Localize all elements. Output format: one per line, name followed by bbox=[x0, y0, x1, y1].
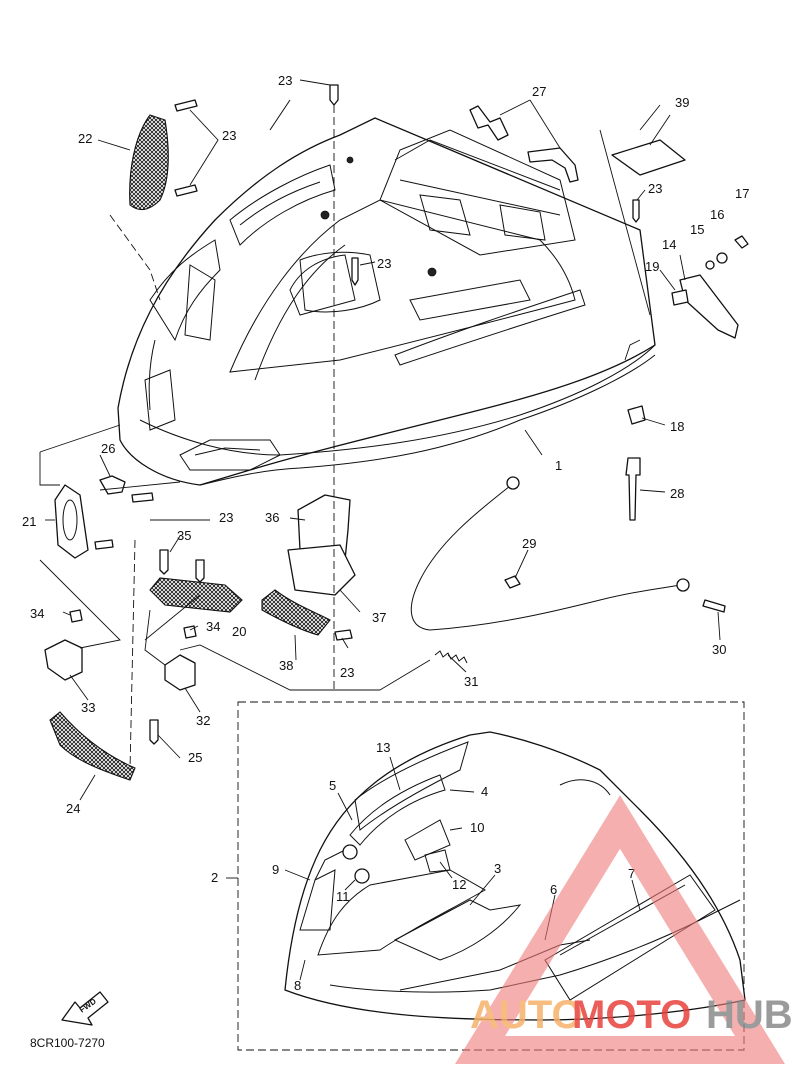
callout-23-right: 23 bbox=[648, 181, 662, 196]
callout-30: 30 bbox=[712, 642, 726, 657]
callout-labels: 1 2 3 4 5 6 7 8 9 10 11 12 13 14 15 16 1… bbox=[22, 73, 749, 1050]
washer-16 bbox=[716, 252, 728, 264]
callout-23-left: 23 bbox=[222, 128, 236, 143]
callout-28: 28 bbox=[670, 486, 684, 501]
bracket-33 bbox=[44, 639, 83, 681]
duct-37 bbox=[287, 544, 356, 596]
callout-9: 9 bbox=[272, 862, 279, 877]
callout-8: 8 bbox=[294, 978, 301, 993]
callout-38: 38 bbox=[279, 658, 293, 673]
callout-31: 31 bbox=[464, 674, 478, 689]
callout-39: 39 bbox=[675, 95, 689, 110]
callout-34-left: 34 bbox=[30, 606, 44, 621]
callout-16: 16 bbox=[710, 207, 724, 222]
spring-31 bbox=[434, 650, 468, 664]
watermark-text-moto: MOTO bbox=[572, 993, 691, 1037]
cable-eye-top bbox=[506, 476, 520, 490]
handle-27a bbox=[469, 105, 509, 141]
callout-12: 12 bbox=[452, 877, 466, 892]
callout-1: 1 bbox=[555, 458, 562, 473]
mesh-38 bbox=[261, 589, 331, 636]
leader-lines bbox=[39, 79, 721, 981]
callout-24: 24 bbox=[66, 801, 80, 816]
callout-3: 3 bbox=[494, 861, 501, 876]
cable-end-29 bbox=[504, 575, 521, 589]
callout-11: 11 bbox=[336, 889, 350, 904]
screw-35 bbox=[159, 549, 169, 575]
callout-34-right: 34 bbox=[206, 619, 220, 634]
grommet-19 bbox=[671, 289, 689, 306]
callout-2: 2 bbox=[211, 870, 218, 885]
callout-23-top: 23 bbox=[278, 73, 292, 88]
rivet-mid bbox=[351, 257, 359, 286]
cable-29 bbox=[410, 481, 516, 631]
callout-36: 36 bbox=[265, 510, 279, 525]
callout-37: 37 bbox=[372, 610, 386, 625]
cable-eye-30 bbox=[676, 578, 690, 592]
callout-35: 35 bbox=[177, 528, 191, 543]
callout-23-bottom: 23 bbox=[340, 665, 354, 680]
rivet-top bbox=[329, 84, 339, 106]
callout-33: 33 bbox=[81, 700, 95, 715]
callout-29: 29 bbox=[522, 536, 536, 551]
callout-22: 22 bbox=[78, 131, 92, 146]
rivet-25 bbox=[149, 719, 159, 745]
callout-4: 4 bbox=[481, 784, 488, 799]
callout-7: 7 bbox=[628, 866, 635, 881]
diagram-code: 8CR100-7270 bbox=[30, 1036, 105, 1050]
cable-tie-28 bbox=[625, 457, 641, 521]
callout-13: 13 bbox=[376, 740, 390, 755]
screw-21 bbox=[94, 539, 114, 550]
callout-23-mid: 23 bbox=[377, 256, 391, 271]
mesh-vent-24 bbox=[49, 711, 136, 781]
callout-14: 14 bbox=[662, 237, 676, 252]
callout-23-lower: 23 bbox=[219, 510, 233, 525]
screw-26 bbox=[131, 492, 154, 503]
callout-5: 5 bbox=[329, 778, 336, 793]
gasket-21 bbox=[54, 484, 89, 559]
rivet-22b bbox=[174, 184, 198, 197]
rivet-38 bbox=[334, 629, 353, 641]
callout-26: 26 bbox=[101, 441, 115, 456]
rivet-20 bbox=[195, 559, 205, 583]
rivet-39 bbox=[632, 199, 640, 223]
callout-32: 32 bbox=[196, 713, 210, 728]
bolt-17 bbox=[734, 235, 749, 249]
hood-assembly bbox=[117, 99, 656, 486]
clip-18 bbox=[627, 405, 646, 425]
nut-34a bbox=[69, 609, 83, 623]
callout-20: 20 bbox=[232, 624, 246, 639]
watermark-text-auto: AUTO bbox=[470, 993, 583, 1037]
plate-39 bbox=[611, 139, 686, 176]
stud-30 bbox=[702, 599, 726, 613]
clip-26 bbox=[99, 475, 126, 495]
callout-18: 18 bbox=[670, 419, 684, 434]
callout-6: 6 bbox=[550, 882, 557, 897]
callout-10: 10 bbox=[470, 820, 484, 835]
fwd-arrow bbox=[61, 991, 109, 1026]
lower-hood-part-2 bbox=[284, 731, 746, 1021]
callout-25: 25 bbox=[188, 750, 202, 765]
watermark-triangle-icon bbox=[454, 795, 786, 1064]
watermark-text-hub: HUB bbox=[706, 993, 793, 1037]
callout-27: 27 bbox=[532, 84, 546, 99]
bracket-14 bbox=[679, 274, 739, 339]
callout-17: 17 bbox=[735, 186, 749, 201]
callout-21: 21 bbox=[22, 514, 36, 529]
handle-27b bbox=[527, 147, 579, 183]
washer-15 bbox=[705, 260, 715, 270]
rivet-22a bbox=[174, 99, 198, 112]
watermark: AUTO MOTO HUB bbox=[454, 795, 793, 1064]
bracket-32 bbox=[164, 654, 196, 691]
mesh-bracket-20 bbox=[149, 577, 243, 613]
callout-15: 15 bbox=[690, 222, 704, 237]
callout-19: 19 bbox=[645, 259, 659, 274]
mesh-vent-22 bbox=[129, 114, 169, 211]
